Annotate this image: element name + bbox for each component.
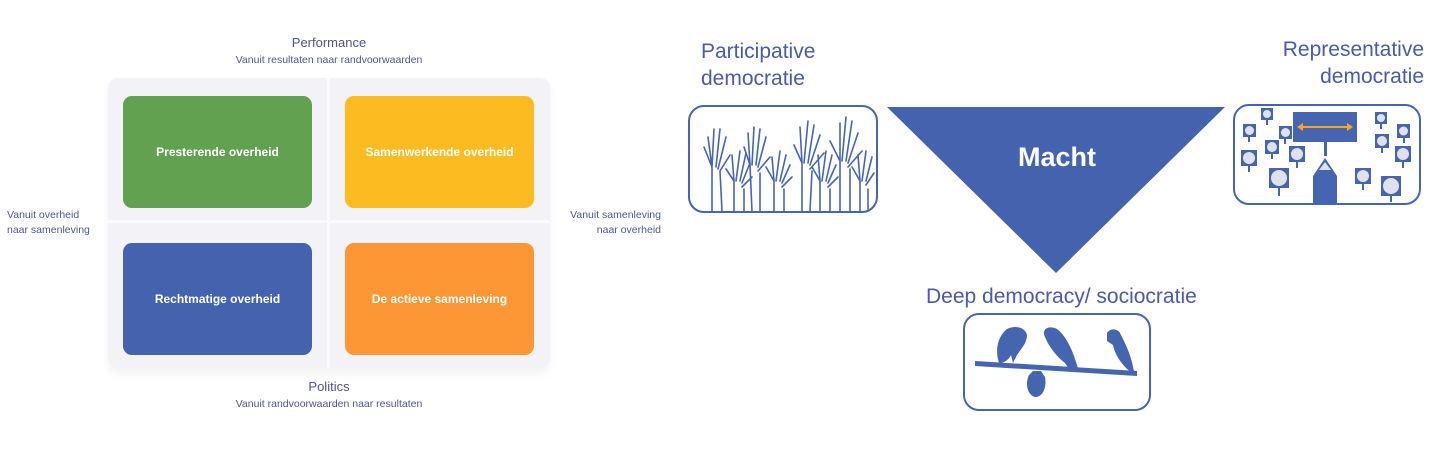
top-axis-subtitle: Vanuit resultaten naar randvoorwaarden	[235, 54, 423, 66]
left-axis-line1: Vanuit overheid	[7, 209, 80, 221]
right-axis-line1: Vanuit samenleving	[570, 209, 661, 221]
participative-icon-box	[688, 105, 878, 213]
left-axis-label: Vanuit overheid naar samenleving	[7, 208, 90, 238]
top-axis-title: Performance	[291, 35, 367, 50]
quadrant-rechtmatige-overheid: Rechtmatige overheid	[123, 243, 312, 355]
birds-on-branch-icon	[975, 327, 1137, 397]
bottom-axis-subtitle: Vanuit randvoorwaarden naar resultaten	[235, 398, 423, 410]
representative-line1: Representative	[1282, 38, 1424, 61]
quadrant-presterende-overheid: Presterende overheid	[123, 96, 312, 208]
bird-icon	[997, 327, 1027, 363]
deep-democracy-icon-box	[963, 313, 1151, 411]
participative-title: Participative democratie	[701, 38, 815, 92]
quadrant-actieve-samenleving: De actieve samenleving	[345, 243, 534, 355]
pencil-icon	[1313, 158, 1337, 203]
bottom-axis-title: Politics	[308, 379, 350, 394]
bird-icon	[1107, 329, 1135, 375]
participative-line1: Participative	[701, 40, 816, 63]
power-triangle	[887, 107, 1225, 273]
raised-hands-icon	[703, 116, 875, 211]
quadrant-label: Presterende overheid	[156, 145, 279, 159]
branch	[975, 361, 1137, 376]
bird-icon	[1043, 327, 1079, 371]
triangle-shape	[887, 107, 1225, 273]
left-axis-line2: naar samenleving	[7, 224, 90, 236]
representative-line2: democratie	[1320, 65, 1424, 88]
right-axis-line2: naar overheid	[596, 224, 661, 236]
quadrant-label: Rechtmatige overheid	[154, 292, 281, 306]
matrix-vertical-divider	[327, 78, 330, 368]
quadrant-label: Samenwerkende overheid	[365, 145, 514, 159]
participative-line2: democratie	[701, 67, 805, 90]
matrix-horizontal-divider	[108, 220, 550, 223]
representative-title: Representative democratie	[1230, 36, 1424, 90]
quadrant-label: De actieve samenleving	[371, 292, 508, 306]
quadrant-samenwerkende-overheid: Samenwerkende overheid	[345, 96, 534, 208]
right-axis-label: Vanuit samenleving naar overheid	[560, 208, 661, 238]
deep-democracy-title: Deep democracy/ sociocratie	[926, 285, 1197, 308]
hanging-bird-icon	[1027, 371, 1046, 397]
macht-label: Macht	[1017, 142, 1096, 172]
election-board-icon	[1241, 108, 1411, 203]
representative-icon-box	[1233, 104, 1421, 205]
